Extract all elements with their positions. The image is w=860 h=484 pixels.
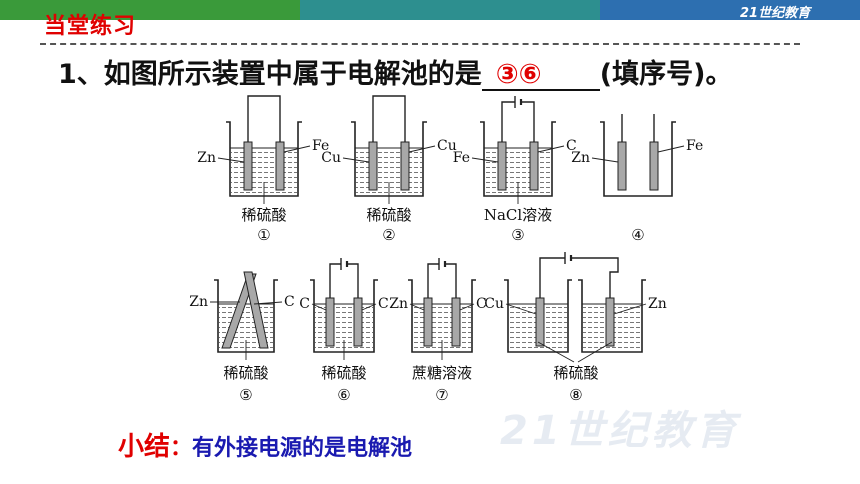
- electrode-label-right-6: C: [378, 296, 389, 312]
- beaker-8-left: [504, 279, 572, 353]
- electrode-label-left-7: Zn: [389, 296, 408, 312]
- answer-value: ③⑥: [495, 59, 542, 90]
- electrode-label-right-3: C: [566, 138, 577, 154]
- leader-right-7: [459, 303, 475, 311]
- leader-left-6: [311, 303, 327, 311]
- electrode-label-left-1: Zn: [197, 150, 216, 166]
- electrode-left-1: [243, 141, 253, 191]
- solution-label-2: 稀硫酸: [366, 206, 411, 224]
- summary-text: 有外接电源的是电解池: [192, 436, 413, 461]
- question-text: 1、如图所示装置中属于电解池的是 ③⑥ (填序号)。: [58, 52, 732, 91]
- electrode-left-2: [368, 141, 378, 191]
- beaker-8-right: [578, 279, 646, 353]
- electrode-label-left-2: Cu: [321, 150, 341, 166]
- wire-left-7: [427, 263, 439, 298]
- electrode-right-2: [400, 141, 410, 191]
- leader-left-8: [505, 303, 537, 315]
- electrode-right-4: [649, 141, 659, 191]
- header-band-teal: [300, 0, 600, 20]
- electrode-label-right-8: Zn: [648, 296, 667, 312]
- leader-right-4: [657, 145, 685, 153]
- dashed-divider: [40, 43, 800, 45]
- solution-label-8: 稀硫酸: [553, 364, 598, 382]
- electrode-label-left-4: Zn: [571, 150, 590, 166]
- electrode-label-right-7: C: [476, 296, 487, 312]
- apparatus-number-1: ①: [257, 226, 270, 244]
- wire-2: [372, 95, 406, 142]
- leader-right-5: [253, 301, 283, 305]
- wire-right-7: [445, 263, 457, 298]
- electrode-right-6: [353, 297, 363, 347]
- electrode-left-4: [617, 141, 627, 191]
- electrode-right-5: [243, 271, 269, 349]
- header-band-green: [0, 0, 300, 20]
- wire-left-6: [329, 263, 341, 298]
- beaker-4: [600, 121, 676, 197]
- leader-left-2: [342, 157, 370, 163]
- apparatus-number-7: ⑦: [435, 386, 448, 404]
- wire-right-6: [347, 263, 359, 298]
- apparatus-number-4: ④: [631, 226, 644, 244]
- electrode-label-left-6: C: [299, 296, 310, 312]
- solution-label-6: 稀硫酸: [321, 364, 366, 382]
- wire-1: [247, 95, 281, 142]
- header-bar: 21世纪教育: [0, 0, 860, 21]
- electrode-label-left-8: Cu: [484, 296, 504, 312]
- solution-label-5: 稀硫酸: [223, 364, 268, 382]
- wire-left-8: [539, 257, 565, 298]
- brand-logo: 21世纪教育: [740, 6, 811, 21]
- solution-label-1: 稀硫酸: [241, 206, 286, 224]
- question-prefix: 1、如图所示装置中属于电解池的是: [58, 59, 482, 90]
- leader-right-8: [613, 303, 647, 315]
- wire-left-3: [501, 101, 515, 142]
- electrode-label-right-2: Cu: [437, 138, 457, 154]
- watermark-logo: 21世纪教育: [500, 408, 740, 454]
- apparatus-number-5: ⑤: [239, 386, 252, 404]
- electrode-left-5: [221, 273, 257, 349]
- header-band-blue: [600, 0, 860, 20]
- leader-left-1: [217, 157, 245, 163]
- electrode-right-3: [529, 141, 539, 191]
- answer-blank: ③⑥: [481, 59, 600, 91]
- summary: 小结：有外接电源的是电解池: [118, 426, 412, 463]
- leader-left-4: [591, 157, 619, 163]
- solution-label-3: NaCl溶液: [484, 206, 552, 224]
- apparatus-number-3: ③: [511, 226, 524, 244]
- apparatus-number-6: ⑥: [337, 386, 350, 404]
- leader-solution-8-left: [537, 341, 575, 363]
- leader-right-3: [537, 145, 565, 153]
- leader-right-6: [361, 303, 377, 311]
- electrode-left-7: [423, 297, 433, 347]
- leader-left-7: [409, 303, 425, 311]
- electrode-right-8: [605, 297, 615, 347]
- electrode-left-3: [497, 141, 507, 191]
- electrode-right-1: [275, 141, 285, 191]
- electrode-right-7: [451, 297, 461, 347]
- leader-right-2: [408, 145, 436, 153]
- question-suffix: (填序号)。: [599, 59, 733, 90]
- electrode-label-left-3: Fe: [453, 150, 470, 166]
- electrode-label-right-5: C: [284, 294, 295, 310]
- leader-right-1: [283, 145, 311, 153]
- leader-solution-8-right: [577, 341, 613, 363]
- summary-colon: ：: [170, 436, 193, 461]
- apparatus-number-8: ⑧: [569, 386, 582, 404]
- electrode-left-8: [535, 297, 545, 347]
- wire-right-3: [521, 101, 535, 142]
- electrode-left-6: [325, 297, 335, 347]
- summary-label: 小结: [118, 432, 171, 462]
- apparatus-number-2: ②: [382, 226, 395, 244]
- electrode-label-left-5: Zn: [189, 294, 208, 310]
- electrode-label-right-4: Fe: [686, 138, 703, 154]
- solution-label-7: 蔗糖溶液: [412, 364, 472, 382]
- section-title: 当堂练习: [44, 14, 137, 39]
- electrode-label-right-1: Fe: [312, 138, 329, 154]
- wire-right-8: [571, 257, 619, 298]
- leader-left-3: [471, 157, 499, 163]
